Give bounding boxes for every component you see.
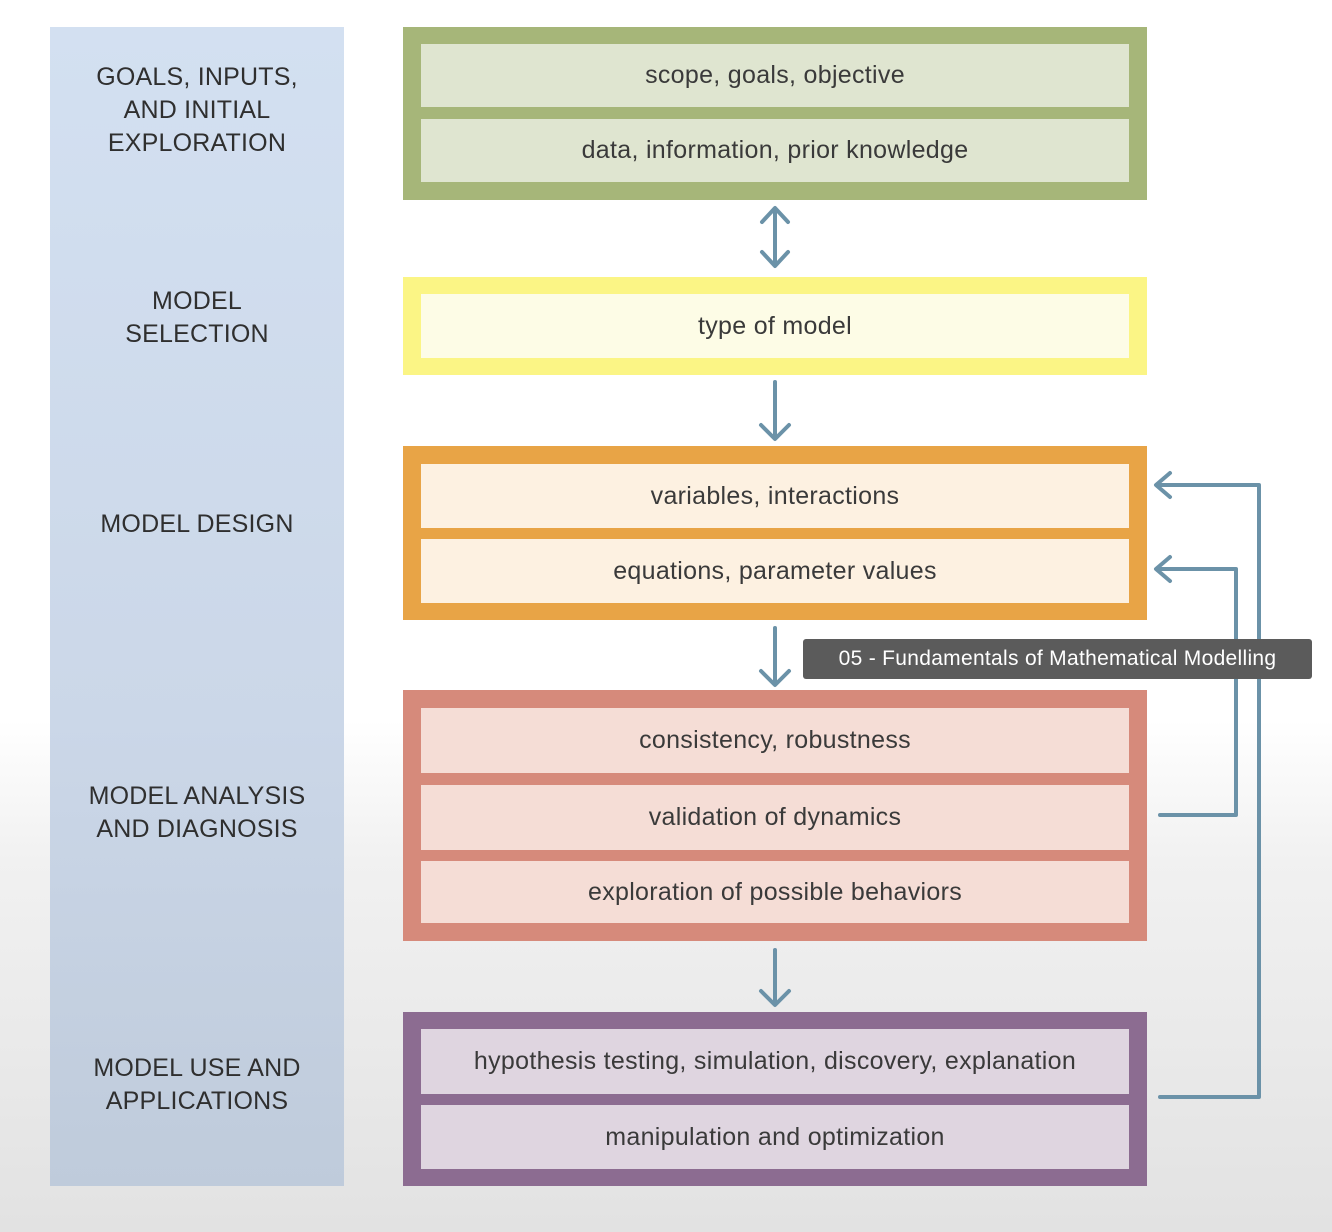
video-title-tooltip: 05 - Fundamentals of Mathematical Modell… — [803, 639, 1312, 679]
group-goals: scope, goals, objective data, informatio… — [403, 27, 1147, 200]
box-variables-interactions: variables, interactions — [421, 464, 1129, 528]
box-scope-goals: scope, goals, objective — [421, 44, 1129, 107]
box-exploration-behaviors: exploration of possible behaviors — [421, 861, 1129, 923]
box-type-of-model: type of model — [421, 294, 1129, 358]
stage-label-selection: MODEL SELECTION — [125, 287, 269, 348]
box-manipulation-optimization: manipulation and optimization — [421, 1105, 1129, 1169]
stage-column — [50, 27, 344, 1186]
group-selection: type of model — [403, 277, 1147, 375]
stage-label-goals: GOALS, INPUTS, AND INITIAL EXPLORATION — [96, 63, 298, 157]
down-arrow-icon — [759, 626, 791, 687]
bidirectional-arrow-icon — [760, 206, 790, 268]
stage-label-analysis: MODEL ANALYSIS AND DIAGNOSIS — [88, 782, 306, 843]
down-arrow-icon — [759, 948, 791, 1007]
box-hypothesis-testing: hypothesis testing, simulation, discover… — [421, 1029, 1129, 1094]
box-equations-parameters: equations, parameter values — [421, 539, 1129, 603]
down-arrow-icon — [759, 380, 791, 441]
stage-label-design: MODEL DESIGN — [100, 510, 294, 538]
box-consistency-robustness: consistency, robustness — [421, 708, 1129, 773]
group-design: variables, interactions equations, param… — [403, 446, 1147, 620]
feedback-arrow-use-icon — [1154, 471, 1261, 1099]
box-validation-dynamics: validation of dynamics — [421, 785, 1129, 850]
feedback-arrow-validation-icon — [1154, 555, 1238, 817]
box-data-information: data, information, prior knowledge — [421, 119, 1129, 182]
group-use: hypothesis testing, simulation, discover… — [403, 1012, 1147, 1186]
stage-label-use: MODEL USE AND APPLICATIONS — [93, 1054, 301, 1115]
group-analysis: consistency, robustness validation of dy… — [403, 690, 1147, 941]
